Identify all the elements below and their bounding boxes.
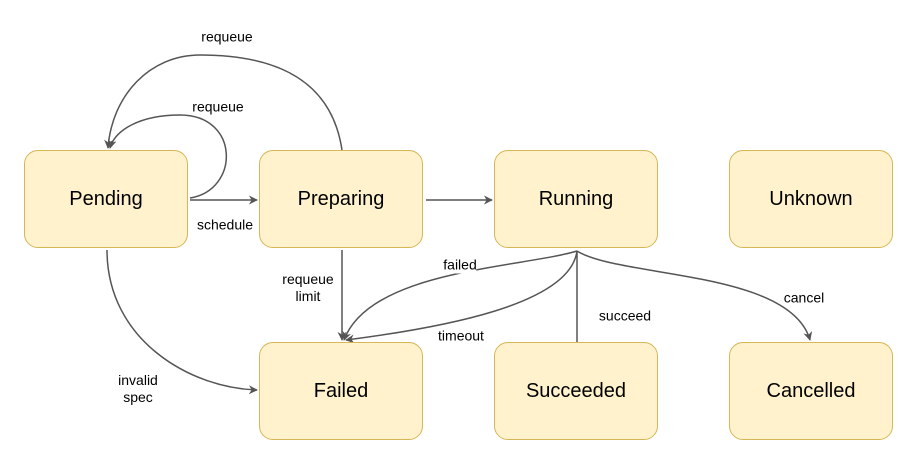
label-failed: failed — [443, 256, 477, 274]
label-cancel: cancel — [783, 289, 825, 307]
label-requeue-limit-line1: requeue — [282, 271, 334, 287]
state-cancelled: Cancelled — [729, 342, 893, 440]
label-requeue-outer: requeue — [201, 28, 253, 46]
label-requeue-self: requeue — [192, 98, 244, 116]
state-failed: Failed — [259, 342, 423, 440]
edge-cancel — [576, 250, 813, 341]
state-preparing: Preparing — [259, 150, 423, 248]
label-schedule: schedule — [196, 216, 254, 234]
edge-failed — [342, 250, 578, 341]
label-invalid-spec: invalid spec — [118, 372, 158, 406]
label-requeue-limit: requeue limit — [282, 271, 334, 305]
state-unknown: Unknown — [729, 150, 893, 248]
label-timeout: timeout — [438, 327, 484, 345]
label-succeed: succeed — [598, 307, 652, 325]
state-running: Running — [494, 150, 658, 248]
state-succeeded: Succeeded — [494, 342, 658, 440]
edge-requeue-self — [107, 114, 227, 199]
edge-invalid-spec — [106, 249, 258, 395]
edge-requeue-outer — [104, 54, 343, 151]
state-pending: Pending — [24, 150, 188, 248]
edge-timeout — [345, 250, 578, 344]
label-requeue-limit-line2: limit — [295, 288, 321, 304]
label-invalid-spec-line1: invalid — [118, 372, 158, 388]
label-invalid-spec-line2: spec — [123, 389, 153, 405]
